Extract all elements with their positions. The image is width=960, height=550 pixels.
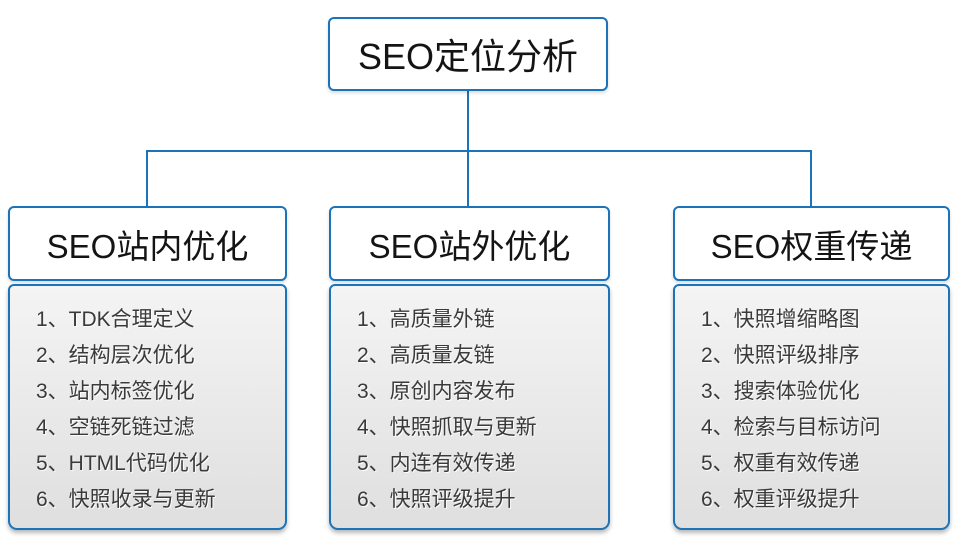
list-item: 4、快照抓取与更新 — [357, 416, 537, 439]
list-item: 6、快照评级提升 — [357, 488, 516, 511]
connector-drop-right — [810, 150, 812, 206]
list-item: 3、站内标签优化 — [36, 380, 195, 403]
list-item: 3、原创内容发布 — [357, 380, 516, 403]
branch-offsite-title: SEO站外优化 — [368, 227, 571, 265]
connector-horizontal-bar — [146, 150, 812, 152]
branch-weight-title: SEO权重传递 — [710, 227, 913, 265]
list-item: 6、权重评级提升 — [701, 488, 860, 511]
list-item: 2、结构层次优化 — [36, 344, 195, 367]
connector-drop-left — [146, 150, 148, 206]
list-item: 4、检索与目标访问 — [701, 416, 881, 439]
list-item: 1、TDK合理定义 — [36, 308, 195, 331]
branch-offsite-list: 1、高质量外链 2、高质量友链 3、原创内容发布 4、快照抓取与更新 5、内连有… — [329, 284, 610, 530]
branch-onsite-list: 1、TDK合理定义 2、结构层次优化 3、站内标签优化 4、空链死链过滤 5、H… — [8, 284, 287, 530]
connector-root-to-center — [467, 91, 469, 206]
list-item: 5、HTML代码优化 — [36, 452, 210, 475]
branch-onsite-title: SEO站内优化 — [46, 227, 249, 265]
list-item: 2、快照评级排序 — [701, 344, 860, 367]
list-item: 6、快照收录与更新 — [36, 488, 216, 511]
list-item: 1、快照增缩略图 — [701, 308, 860, 331]
root-node: SEO定位分析 — [328, 17, 608, 91]
branch-weight-header: SEO权重传递 — [673, 206, 950, 281]
list-item: 2、高质量友链 — [357, 344, 495, 367]
list-item: 3、搜索体验优化 — [701, 380, 860, 403]
branch-offsite-header: SEO站外优化 — [329, 206, 610, 281]
list-item: 4、空链死链过滤 — [36, 416, 195, 439]
list-item: 1、高质量外链 — [357, 308, 495, 331]
branch-onsite-header: SEO站内优化 — [8, 206, 287, 281]
list-item: 5、权重有效传递 — [701, 452, 860, 475]
list-item: 5、内连有效传递 — [357, 452, 516, 475]
root-node-label: SEO定位分析 — [357, 36, 579, 77]
branch-weight-list: 1、快照增缩略图 2、快照评级排序 3、搜索体验优化 4、检索与目标访问 5、权… — [673, 284, 950, 530]
